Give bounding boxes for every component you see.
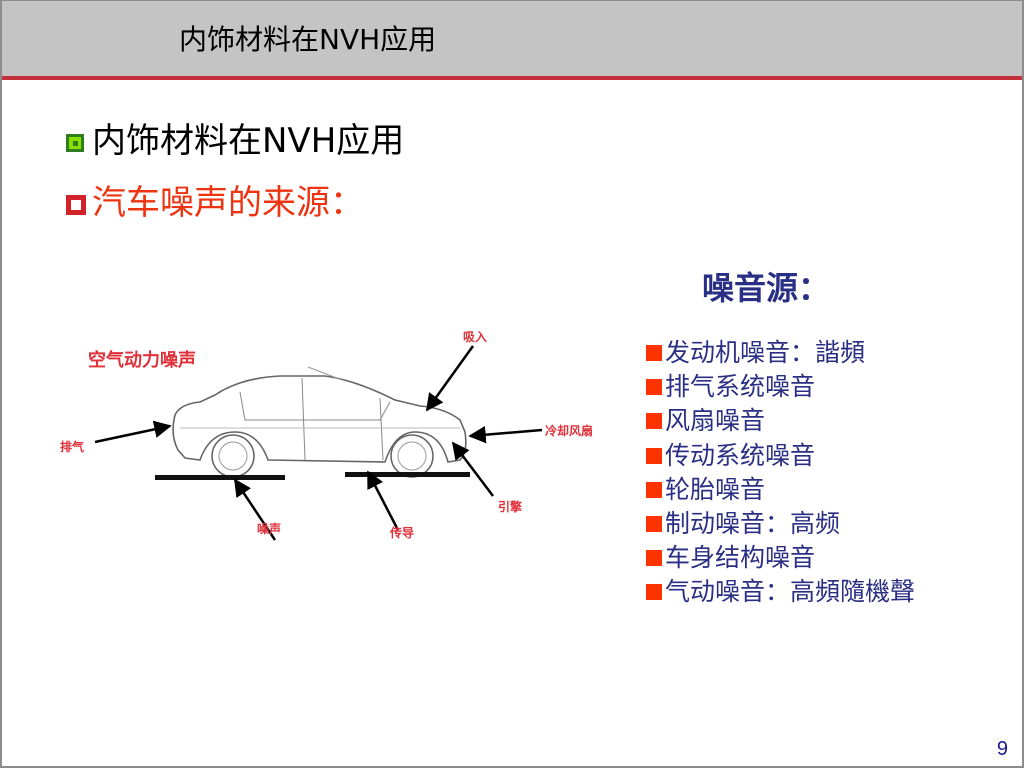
label-noise: 噪声 xyxy=(257,522,282,536)
red-square-bullet-icon xyxy=(646,413,662,430)
car-outline-icon xyxy=(94,345,543,541)
car-noise-diagram: 空气动力噪声 吸入 排气 冷却风扇 引擎 噪声 传导 xyxy=(50,320,630,560)
list-item: 轮胎噪音 xyxy=(646,473,915,507)
list-item-text: 发动机噪音：諧頻 xyxy=(665,338,866,368)
red-square-bullet-icon xyxy=(646,447,662,464)
list-item-text: 车身结构噪音 xyxy=(665,543,816,573)
list-item: 车身结构噪音 xyxy=(646,541,915,575)
noise-sources-title: 噪音源： xyxy=(702,269,831,307)
list-item: 传动系统噪音 xyxy=(646,439,915,473)
list-item: 制动噪音：高频 xyxy=(646,507,915,541)
noise-sources-list: 发动机噪音：諧頻 排气系统噪音 风扇噪音 传动系统噪音 轮胎噪音 制动噪音：高频… xyxy=(646,336,915,610)
bullet-item-1: 内饰材料在NVH应用 xyxy=(66,120,404,162)
red-hollow-square-bullet-icon xyxy=(66,195,86,215)
header-divider xyxy=(2,76,1022,80)
list-item: 排气系统噪音 xyxy=(646,370,915,404)
red-square-bullet-icon xyxy=(646,345,662,362)
list-item-text: 制动噪音：高频 xyxy=(665,509,841,539)
label-exhaust: 排气 xyxy=(60,440,85,454)
label-intake: 吸入 xyxy=(463,330,488,344)
list-item-text: 气动噪音：高頻隨機聲 xyxy=(665,577,916,607)
label-engine: 引擎 xyxy=(498,500,523,514)
list-item-text: 轮胎噪音 xyxy=(665,474,766,504)
label-cooling-fan: 冷却风扇 xyxy=(545,424,594,438)
red-square-bullet-icon xyxy=(646,379,662,396)
red-square-bullet-icon xyxy=(646,481,662,498)
label-aero-noise: 空气动力噪声 xyxy=(88,350,196,371)
red-square-bullet-icon xyxy=(646,584,662,601)
list-item: 风扇噪音 xyxy=(646,404,915,438)
list-item-text: 排气系统噪音 xyxy=(665,372,816,402)
slide-header: 内饰材料在NVH应用 xyxy=(2,1,1022,77)
label-conduction: 传导 xyxy=(390,526,415,540)
header-title: 内饰材料在NVH应用 xyxy=(179,23,437,56)
bullet-text: 汽车噪声的来源： xyxy=(92,183,364,223)
red-square-bullet-icon xyxy=(646,516,662,533)
list-item-text: 传动系统噪音 xyxy=(665,440,816,470)
red-square-bullet-icon xyxy=(646,550,662,567)
green-square-bullet-icon xyxy=(66,134,84,152)
bullet-item-2: 汽车噪声的来源： xyxy=(66,182,364,224)
page-number: 9 xyxy=(996,738,1008,760)
bullet-text: 内饰材料在NVH应用 xyxy=(92,121,405,161)
list-item: 发动机噪音：諧頻 xyxy=(646,336,915,370)
list-item-text: 风扇噪音 xyxy=(665,406,766,436)
list-item: 气动噪音：高頻隨機聲 xyxy=(646,575,915,609)
